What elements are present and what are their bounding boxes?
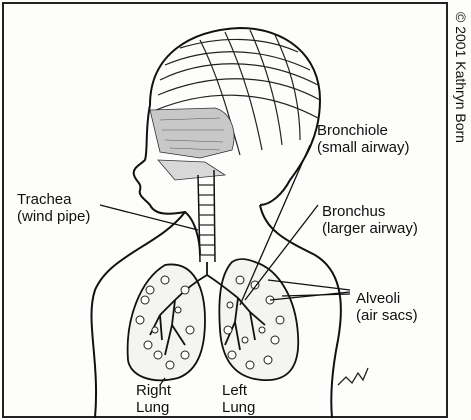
trachea-desc: (wind pipe) bbox=[17, 208, 90, 225]
trachea-pointer bbox=[100, 205, 198, 230]
bronchiole-name: Bronchiole bbox=[317, 122, 410, 139]
copyright-notice: © 2001 Kathryn Born bbox=[449, 8, 471, 278]
bronchus-label: Bronchus (larger airway) bbox=[322, 203, 418, 237]
bronchus-desc: (larger airway) bbox=[322, 220, 418, 237]
trachea-rings bbox=[199, 185, 215, 255]
trachea-label: Trachea (wind pipe) bbox=[17, 191, 90, 225]
right-lung-desc: Lung bbox=[136, 399, 171, 416]
alveoli-label: Alveoli (air sacs) bbox=[356, 290, 418, 324]
trachea-name: Trachea bbox=[17, 191, 90, 208]
copyright-text: © 2001 Kathryn Born bbox=[453, 12, 469, 143]
right-lung-label: Right Lung bbox=[136, 382, 171, 416]
torso bbox=[91, 205, 340, 418]
bronchiole-desc: (small airway) bbox=[317, 139, 410, 156]
alveoli-desc: (air sacs) bbox=[356, 307, 418, 324]
left-lung-name: Left bbox=[222, 382, 255, 399]
right-lung-name: Right bbox=[136, 382, 171, 399]
bronchiole-label: Bronchiole (small airway) bbox=[317, 122, 410, 156]
signature-mark bbox=[338, 368, 368, 385]
alveoli-name: Alveoli bbox=[356, 290, 418, 307]
bronchus-name: Bronchus bbox=[322, 203, 418, 220]
left-lung-label: Left Lung bbox=[222, 382, 255, 416]
left-lung-desc: Lung bbox=[222, 399, 255, 416]
